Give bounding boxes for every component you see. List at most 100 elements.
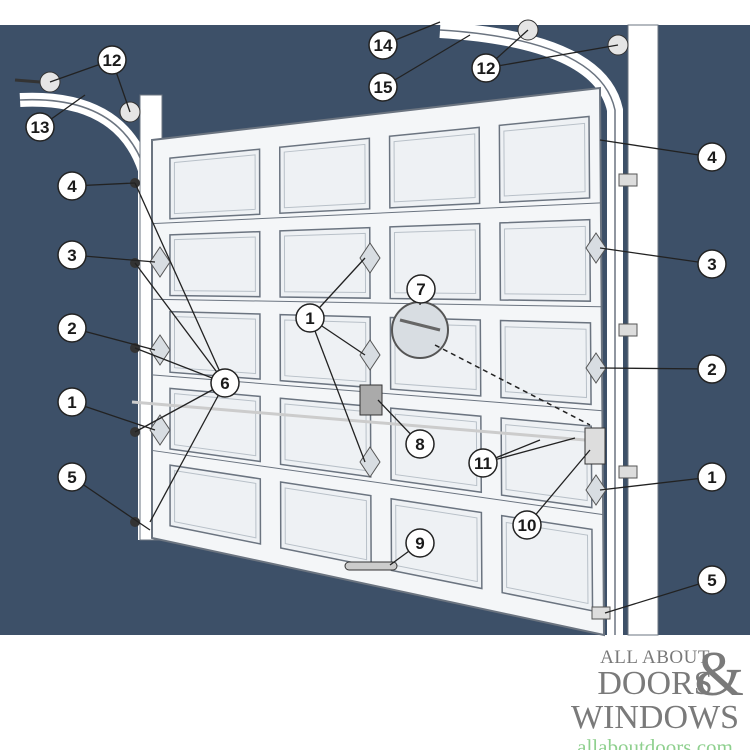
logo-url: allaboutdoors.com (577, 735, 733, 750)
callout-number: 5 (707, 571, 716, 590)
hinge (585, 474, 607, 506)
callout-circle (210, 368, 240, 398)
door-panel (279, 226, 371, 299)
callout-circle (57, 462, 87, 492)
door-panel-inset (174, 393, 257, 457)
callout-number: 9 (415, 534, 424, 553)
leader-lines (39, 21, 713, 614)
callout-number: 4 (707, 148, 717, 167)
callout-15: 15 (368, 72, 398, 102)
door-panel-inset (505, 424, 588, 502)
door-panel-inset (395, 504, 478, 583)
section-joint (151, 298, 602, 308)
door-panel-inset (284, 319, 367, 383)
callout-number: 2 (67, 319, 76, 338)
leader-line (134, 382, 226, 433)
door-panel (499, 319, 592, 406)
callout-7: 7 (406, 274, 436, 304)
lift-handle (344, 561, 398, 571)
leader-line (599, 247, 713, 265)
door-panel (390, 497, 483, 590)
hardware (14, 19, 638, 620)
detail-dashed-line (434, 344, 591, 426)
callout-1: 1 (295, 303, 325, 333)
callout-13: 13 (25, 112, 55, 142)
door-panel-inset (393, 229, 477, 295)
key (399, 318, 441, 332)
track-bracket (618, 173, 638, 187)
door-panel-inset (394, 322, 477, 391)
callout-1: 1 (57, 387, 87, 417)
leader-line (134, 182, 226, 384)
callout-5: 5 (57, 462, 87, 492)
garage-door (19, 22, 659, 637)
logo-line2: DOORS (597, 665, 713, 702)
leader-line (482, 437, 576, 464)
callout-number: 4 (67, 177, 77, 196)
track-bracket (618, 465, 638, 479)
hinge (585, 352, 607, 384)
callout-number: 7 (416, 280, 425, 299)
logo-line3: WINDOWS (570, 699, 740, 736)
track-bracket (618, 323, 638, 337)
hinge (359, 242, 381, 274)
callout-6: 6 (210, 368, 240, 398)
callout-3: 3 (697, 249, 727, 279)
side-lock (584, 427, 606, 465)
callout-11: 11 (468, 448, 498, 478)
leader-line (599, 139, 713, 158)
callout-circle (406, 274, 436, 304)
leader-line (599, 367, 713, 370)
callout-number: 13 (31, 118, 50, 137)
callout-number: 10 (518, 516, 537, 535)
lock-assembly (359, 384, 383, 416)
callout-circle (57, 313, 87, 343)
door-panel-inset (394, 413, 478, 487)
door-panel-inset (503, 122, 586, 197)
track-bracket (591, 606, 611, 620)
callout-circle (57, 240, 87, 270)
callout-number: 12 (103, 51, 122, 70)
callout-circle (57, 171, 87, 201)
hinge (149, 334, 171, 366)
callout-circle (697, 354, 727, 384)
door-panel-inset (283, 143, 366, 209)
callout-number: 15 (374, 78, 393, 97)
leader-line (134, 347, 226, 384)
callout-4: 4 (697, 142, 727, 172)
hinge (149, 414, 171, 446)
callout-number: 12 (477, 59, 496, 78)
callout-circle (405, 528, 435, 558)
callout-5: 5 (697, 565, 727, 595)
door-panel-inset (173, 316, 257, 375)
callout-1: 1 (697, 462, 727, 492)
callout-number: 11 (474, 454, 492, 473)
right-track-edge (439, 29, 616, 635)
section-joint (151, 449, 604, 516)
door-panel-inset (503, 225, 587, 296)
door-panel (498, 115, 591, 204)
callout-12: 12 (97, 45, 127, 75)
callout-number: 1 (305, 309, 314, 328)
extension-spring (14, 78, 41, 84)
logo-line1: ALL ABOUT (600, 647, 710, 668)
right-jamb (627, 24, 659, 636)
callout-number: 3 (707, 255, 716, 274)
callout-number: 6 (220, 374, 229, 393)
callout-number: 1 (67, 393, 76, 412)
door-panel-inset (505, 521, 589, 605)
door-panel-inset (284, 487, 368, 561)
brand-logo: ALL ABOUT DOORS WINDOWS & allaboutdoors.… (560, 642, 750, 750)
callout-14: 14 (368, 30, 398, 60)
door-panel-inset (504, 326, 588, 399)
callout-number: 1 (707, 468, 716, 487)
logo-ampersand: & (694, 638, 744, 709)
callout-3: 3 (57, 240, 87, 270)
leader-line (526, 449, 591, 526)
callout-2: 2 (697, 354, 727, 384)
callout-circle (368, 72, 398, 102)
leader-line (382, 34, 471, 88)
